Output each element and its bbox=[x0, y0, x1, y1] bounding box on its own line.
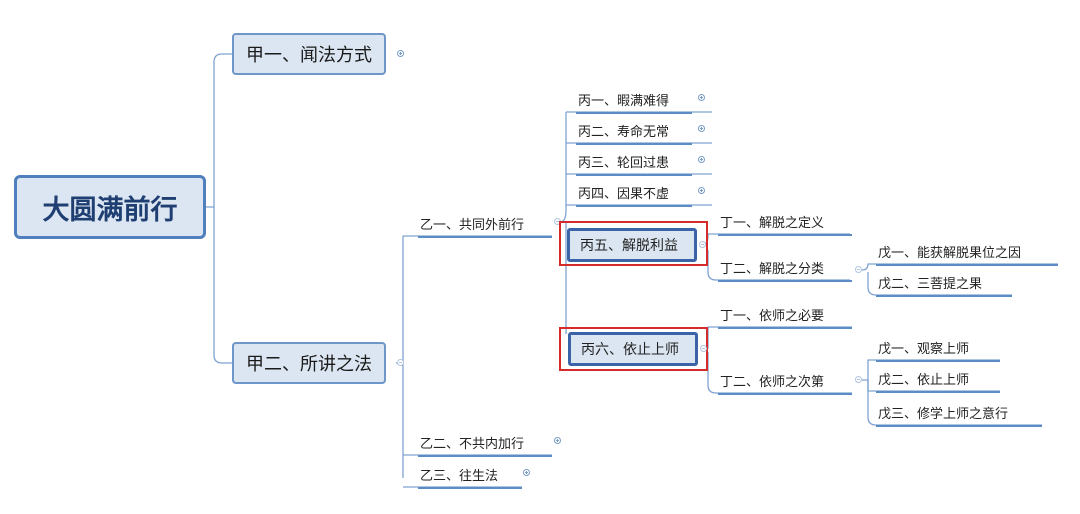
topic-jia1[interactable]: 甲一、闻法方式 bbox=[232, 33, 386, 75]
expand-icon[interactable] bbox=[523, 469, 530, 476]
topic-bing1[interactable]: 丙一、暇满难得 bbox=[576, 90, 692, 114]
topic-yi2[interactable]: 乙二、不共内加行 bbox=[418, 433, 552, 457]
root-topic[interactable]: 大圆满前行 bbox=[14, 175, 206, 239]
topic-ding1-b6[interactable]: 丁一、依师之必要 bbox=[718, 305, 852, 329]
topic-bing5[interactable]: 丙五、解脱利益 bbox=[567, 228, 697, 262]
topic-ding2-b5[interactable]: 丁二、解脱之分类 bbox=[718, 258, 852, 282]
topic-ding1-b5[interactable]: 丁一、解脱之定义 bbox=[718, 212, 852, 236]
collapse-icon[interactable] bbox=[855, 376, 862, 383]
topic-jia2[interactable]: 甲二、所讲之法 bbox=[232, 342, 386, 384]
expand-icon[interactable] bbox=[554, 437, 561, 444]
highlight-frame bbox=[559, 221, 708, 266]
topic-bing6[interactable]: 丙六、依止上师 bbox=[568, 332, 698, 366]
highlight-frame bbox=[559, 327, 708, 371]
expand-icon[interactable] bbox=[397, 50, 404, 57]
topic-yi3[interactable]: 乙三、往生法 bbox=[418, 465, 522, 489]
expand-icon[interactable] bbox=[698, 125, 705, 132]
topic-wu3-b6[interactable]: 戊三、修学上师之意行 bbox=[876, 403, 1042, 427]
topic-bing2[interactable]: 丙二、寿命无常 bbox=[576, 121, 692, 145]
expand-icon[interactable] bbox=[698, 156, 705, 163]
topic-ding2-b6[interactable]: 丁二、依师之次第 bbox=[718, 371, 852, 395]
topic-wu2-b5[interactable]: 戊二、三菩提之果 bbox=[876, 273, 1012, 297]
expand-icon[interactable] bbox=[698, 187, 705, 194]
topic-wu1-b5[interactable]: 戊一、能获解脱果位之因 bbox=[876, 242, 1058, 266]
expand-icon[interactable] bbox=[698, 94, 705, 101]
topic-bing3[interactable]: 丙三、轮回过患 bbox=[576, 152, 692, 176]
collapse-icon[interactable] bbox=[397, 359, 404, 366]
collapse-icon[interactable] bbox=[855, 266, 862, 273]
topic-wu1-b6[interactable]: 戊一、观察上师 bbox=[876, 338, 1000, 362]
topic-bing4[interactable]: 丙四、因果不虚 bbox=[576, 183, 692, 207]
topic-yi1[interactable]: 乙一、共同外前行 bbox=[418, 214, 552, 238]
collapse-icon[interactable] bbox=[700, 345, 707, 352]
topic-wu2-b6[interactable]: 戊二、依止上师 bbox=[876, 369, 1000, 393]
collapse-icon[interactable] bbox=[699, 241, 706, 248]
